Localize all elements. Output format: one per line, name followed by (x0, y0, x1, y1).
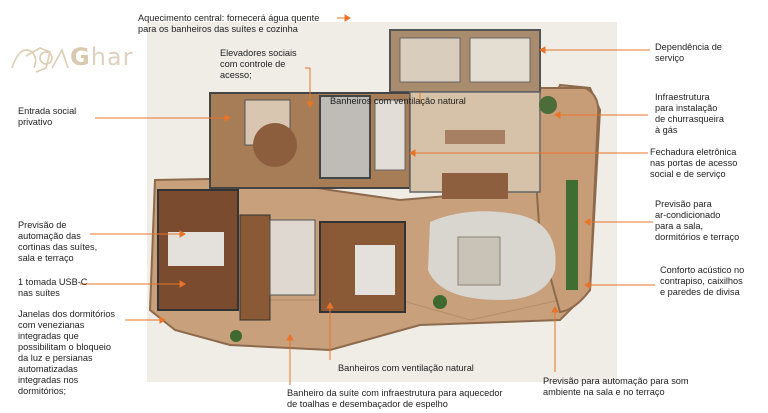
label-churrasqueira-line3: de churrasqueira (655, 114, 724, 124)
label-cortinas: Previsão de automação das cortinas das s… (18, 220, 118, 264)
label-janelas-line5: da luz e persianas (18, 353, 93, 363)
label-conforto-line1: Conforto acústico no (660, 265, 745, 275)
plant-3 (539, 96, 557, 114)
label-dependencia-line1: Dependência de (655, 42, 722, 52)
label-ar-condicionado: Previsão para ar-condicionado para a sal… (655, 199, 765, 243)
elevator-2 (319, 95, 371, 179)
label-conforto: Conforto acústico no contrapiso, caixilh… (660, 265, 765, 298)
label-fechadura-line1: Fechadura eletrônica (650, 147, 737, 157)
label-ar-condicionado-line1: Previsão para (655, 199, 712, 209)
label-entrada-line1: Entrada social (18, 106, 77, 116)
label-ar-condicionado-line4: dormitórios e terraço (655, 232, 740, 242)
label-janelas: Janelas dos dormitórios com venezianas i… (18, 309, 133, 397)
label-cortinas-line1: Previsão de (18, 220, 67, 230)
brand-initial: G (70, 43, 91, 71)
label-churrasqueira-line1: Infraestrutura (655, 92, 710, 102)
label-usb-line2: nas suítes (18, 288, 60, 298)
label-banheira-suite-line1: Banheiro da suíte com infraestrutura par… (287, 388, 503, 398)
label-dependencia: Dependência de serviço (655, 42, 755, 64)
bed-1 (168, 232, 224, 266)
label-automacao-som-line1: Previsão para automação para som (543, 376, 689, 386)
label-aquecimento: Aquecimento central: fornecerá água quen… (138, 13, 353, 35)
brand-rest: har (90, 43, 134, 71)
label-elevadores-line1: Elevadores sociais (220, 48, 297, 58)
label-aquecimento-line1: Aquecimento central: fornecerá água quen… (138, 13, 320, 23)
label-cortinas-line3: cortinas das suítes, (18, 242, 98, 252)
suite-bath (269, 219, 316, 296)
label-dependencia-line2: serviço (655, 53, 685, 63)
label-ar-condicionado-line2: ar-condicionado (655, 210, 721, 220)
label-churrasqueira-line2: para instalação (655, 103, 718, 113)
label-banheiros-ventilacao: Banheiros com ventilação natural (338, 363, 474, 373)
label-entrada-line2: privativo (18, 117, 53, 127)
label-banheira-suite: Banheiro da suíte com infraestrutura par… (287, 388, 522, 410)
label-banheira-suite-line2: de toalhas e desembaçador de espelho (287, 399, 448, 409)
label-elevadores-line2: com controle de (220, 59, 286, 69)
bedroom-2 (239, 214, 271, 321)
lobby-bath (374, 99, 406, 171)
plant-1 (433, 295, 447, 309)
dining-table (442, 173, 508, 199)
label-fechadura-line3: social e de serviço (650, 169, 726, 179)
label-janelas-line1: Janelas dos dormitórios (18, 309, 116, 319)
label-fechadura: Fechadura eletrônica nas portas de acess… (650, 147, 760, 180)
bed-3 (355, 245, 395, 295)
label-ar-condicionado-line3: para a sala, (655, 221, 704, 231)
label-janelas-line4: possibilitam o bloqueio (18, 342, 111, 352)
label-usb: 1 tomada USB-C nas suítes (18, 277, 108, 299)
label-janelas-line8: dormitórios; (18, 386, 66, 396)
label-automacao-som-line2: ambiente na sala e no terraço (543, 387, 665, 397)
label-elevadores: Elevadores sociais com controle de acess… (220, 48, 310, 81)
label-janelas-line2: com venezianas (18, 320, 85, 330)
sofa (457, 236, 501, 286)
label-janelas-line3: integradas que (18, 331, 79, 341)
label-entrada: Entrada social privativo (18, 106, 98, 128)
label-cortinas-line4: sala e terraço (18, 253, 74, 263)
service-bath (469, 37, 531, 83)
brand-wordmark: Ghar (70, 43, 134, 71)
planter-right (566, 180, 578, 290)
label-automacao-som: Previsão para automação para som ambient… (543, 376, 728, 398)
label-cortinas-line2: automação das (18, 231, 81, 241)
entrance-rug (253, 123, 297, 167)
label-churrasqueira-line4: à gás (655, 125, 678, 135)
label-banheiros-central: Banheiros com ventilação natural (330, 96, 466, 106)
label-usb-line1: 1 tomada USB-C (18, 277, 88, 287)
service-room (399, 37, 461, 83)
label-conforto-line2: contrapiso, caixilhos (660, 276, 743, 286)
label-janelas-line6: automatizadas (18, 364, 78, 374)
label-janelas-line7: integradas nos (18, 375, 79, 385)
label-elevadores-line3: acesso; (220, 70, 252, 80)
label-conforto-line3: e paredes de divisa (660, 287, 740, 297)
kitchen-island (445, 130, 505, 144)
label-fechadura-line2: nas portas de acesso (650, 158, 738, 168)
ghar-logo (11, 47, 69, 73)
label-aquecimento-line2: para os banheiros das suítes e cozinha (138, 24, 298, 34)
label-churrasqueira: Infraestrutura para instalação de churra… (655, 92, 755, 136)
plant-2 (230, 330, 242, 342)
